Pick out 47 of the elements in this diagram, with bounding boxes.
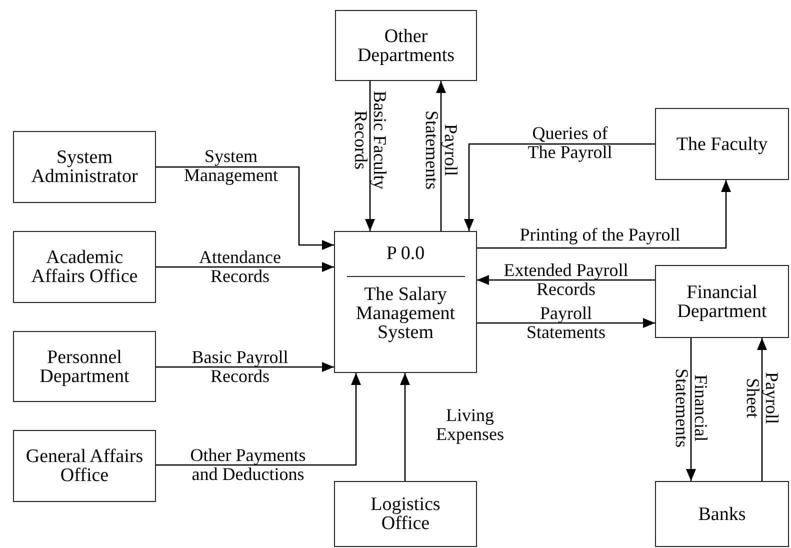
entity-name: General Affairs Office [26,447,144,485]
entity-name: Financial Department [676,282,768,320]
edge-label: Printing of the Payroll [518,226,682,244]
arrow [464,143,655,231]
arrow [156,373,361,466]
edge-label: Basic Faculty Records [351,90,389,192]
entity-box [13,331,156,402]
process-id: P 0.0 [346,232,464,277]
arrow [156,262,334,272]
entity-name: System Administrator [30,148,139,186]
edge-label: Living Expenses [435,406,505,444]
arrow [477,275,655,285]
entity-box [655,481,789,547]
edge-label: Attendance Records [198,248,282,286]
edge-label: Payroll Sheet [743,371,781,426]
edge-label: Basic Payroll Records [190,348,290,386]
entity-name: Personnel Department [38,348,130,386]
entity-name: Other Departments [356,26,456,64]
edge-label: Queries of The Payroll [526,124,614,162]
edge-label: Payroll Statements [526,304,606,342]
entity-name: Banks [698,504,746,524]
arrow [477,180,731,249]
entity-box [335,10,477,81]
arrow [436,81,446,231]
arrow [400,373,410,481]
edge-label: Extended Payroll Records [502,261,630,299]
entity-box [655,108,789,180]
arrow [477,318,655,328]
entity-box [13,231,156,303]
entity-box [334,481,477,547]
process-name: The Salary Management System [354,283,456,342]
arrow [156,362,334,372]
edge-label: System Management [183,147,279,185]
entity-name: Logistics Office [370,495,442,533]
arrow [156,166,334,250]
arrow [365,81,375,231]
arrow [757,338,767,481]
process-box [334,231,477,373]
entity-box [655,265,789,338]
entity-box [13,430,156,502]
entity-name: Academic Affairs Office [30,248,139,286]
edge-label: Payroll Statements [422,110,460,192]
entity-name: The Faculty [676,134,768,154]
edge-label: Other Payments and Deductions [189,446,307,484]
entity-box [13,131,156,203]
edge-label: Financial Statements [672,368,710,450]
arrow [686,338,696,481]
